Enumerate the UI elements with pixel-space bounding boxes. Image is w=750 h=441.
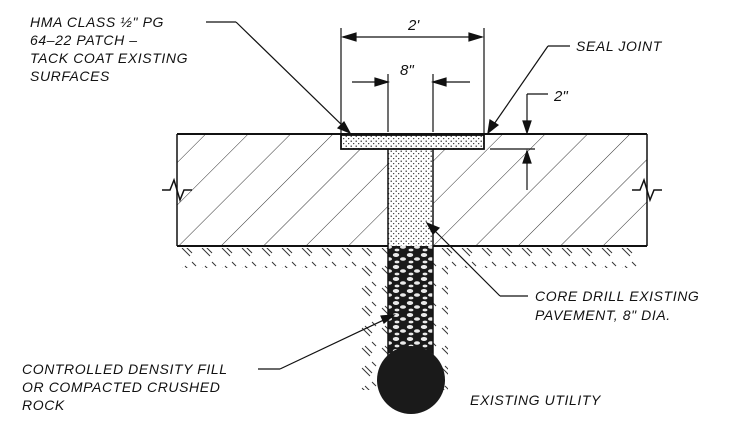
leader-fill (258, 314, 396, 370)
core-drill-label-line2: PAVEMENT, 8" DIA. (535, 307, 671, 323)
existing-utility-pipe (377, 346, 445, 414)
existing-utility-label: EXISTING UTILITY (470, 392, 602, 408)
fill-label-line1: CONTROLLED DENSITY FILL (22, 361, 228, 377)
hma-label-line2: 64–22 PATCH – (30, 32, 138, 48)
patch-depth-label: 2" (553, 88, 568, 105)
leader-seal-joint (487, 45, 570, 135)
break-line-left (162, 177, 192, 203)
hma-patch (340, 134, 485, 150)
break-line-right (632, 177, 662, 203)
fill-label-line2: OR COMPACTED CRUSHED (22, 379, 220, 395)
dimension-core-width (352, 74, 470, 132)
controlled-density-fill (387, 246, 434, 364)
dimension-patch-width (340, 28, 485, 133)
fill-label-line3: ROCK (22, 397, 65, 413)
leader-hma (206, 21, 352, 135)
hma-label-line3: TACK COAT EXISTING (30, 50, 188, 66)
seal-joint-label: SEAL JOINT (576, 38, 663, 54)
dimension-patch-depth (490, 93, 548, 190)
patch-width-label: 2' (407, 17, 420, 34)
core-width-label: 8" (400, 62, 414, 79)
core-drill-label-line1: CORE DRILL EXISTING (535, 288, 699, 304)
hma-label-line4: SURFACES (30, 68, 110, 84)
leader-core-drill (425, 221, 528, 297)
hma-label-line1: HMA CLASS ½" PG (30, 14, 164, 30)
